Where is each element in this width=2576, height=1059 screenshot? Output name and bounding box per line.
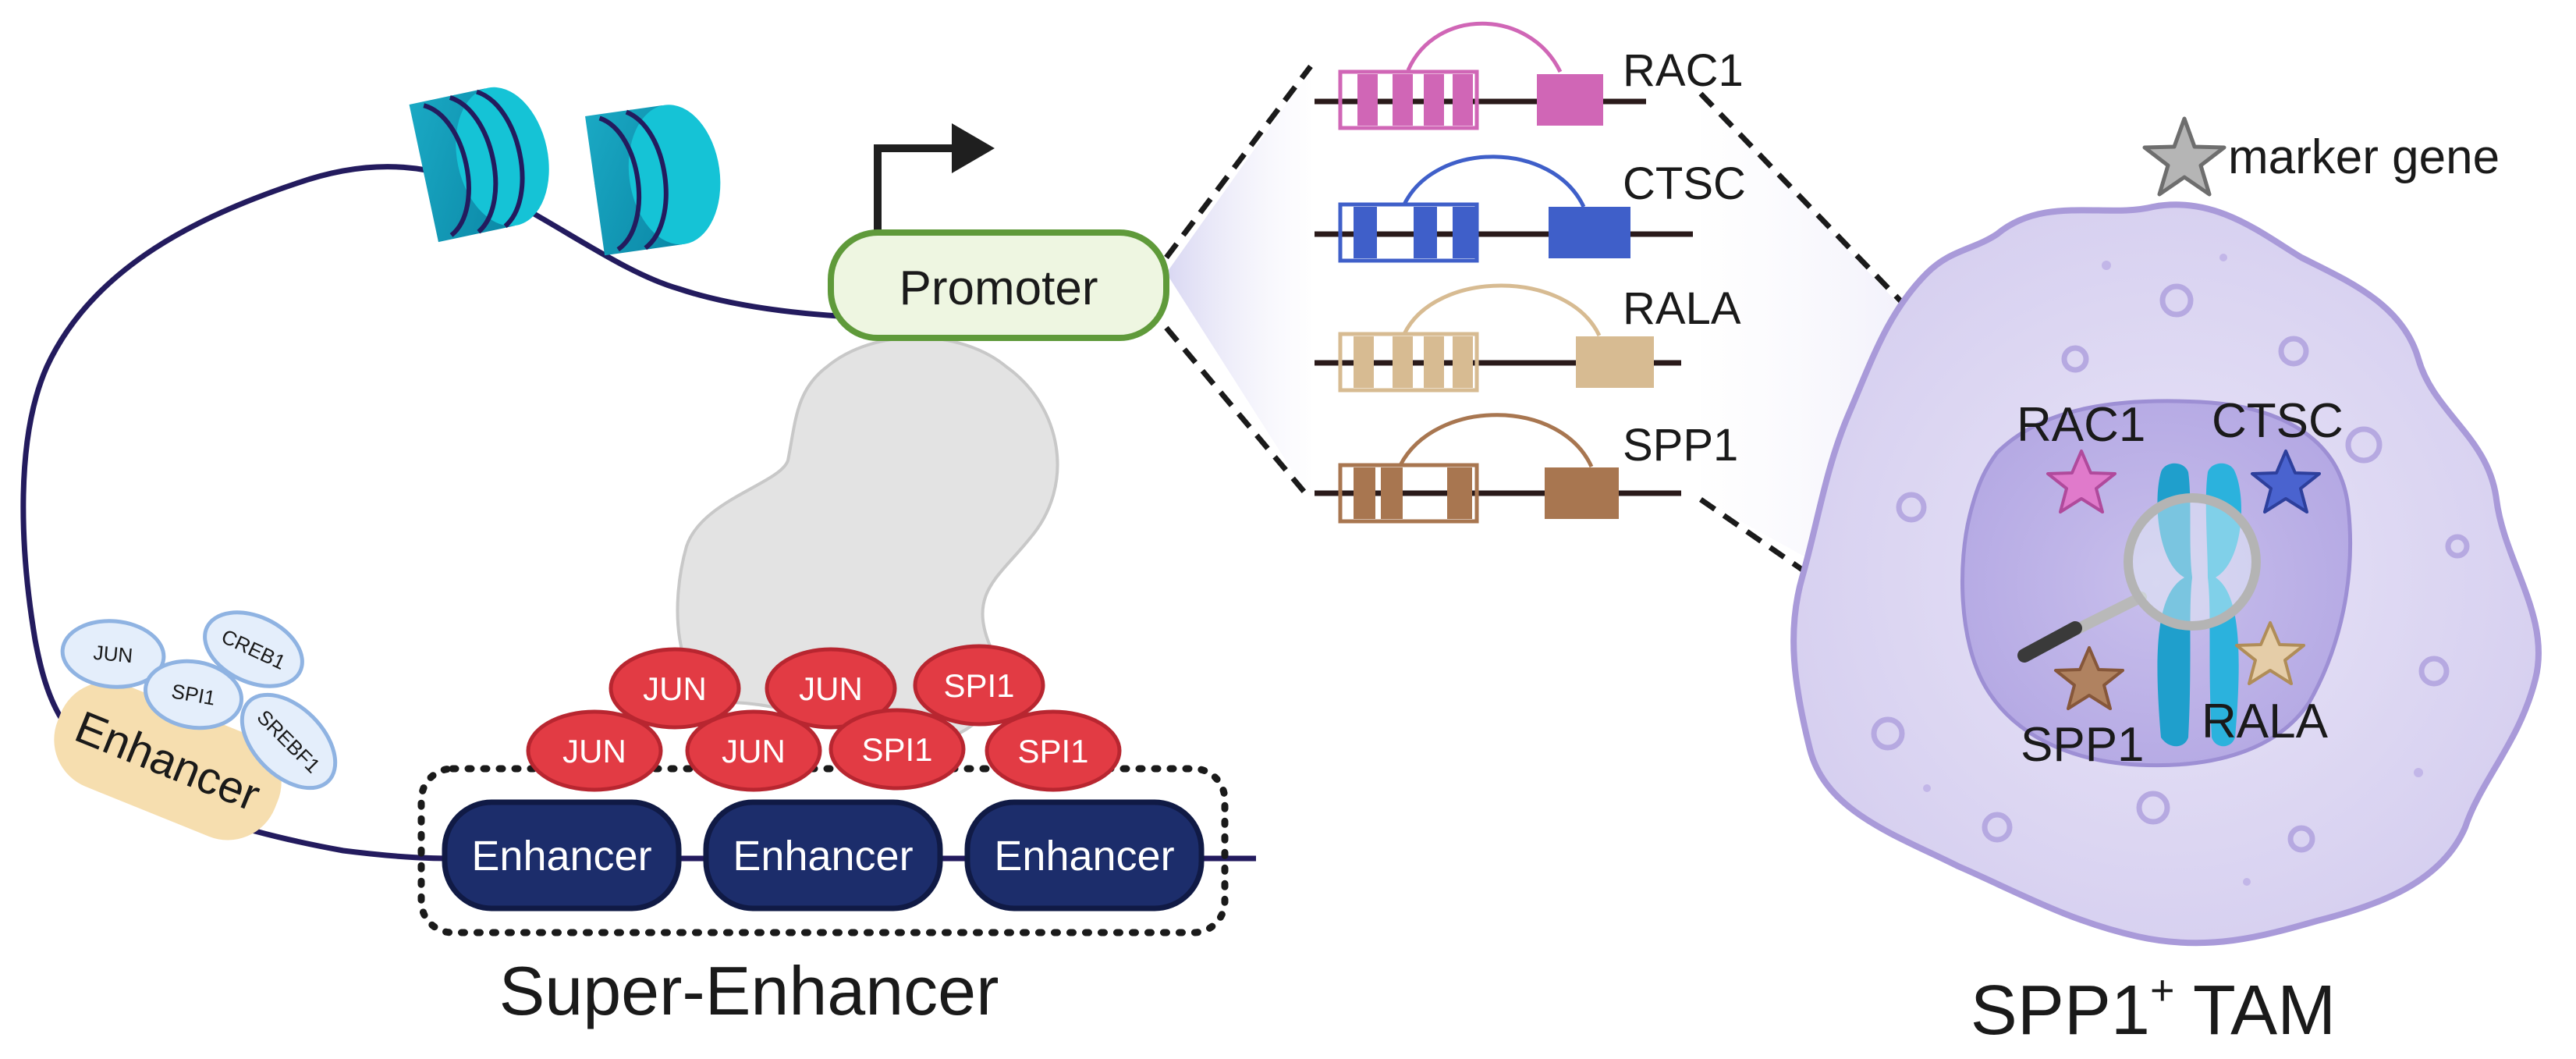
super-enhancer-title: Super-Enhancer xyxy=(499,952,999,1029)
legend-star-icon xyxy=(2142,116,2227,197)
marker-star-rala-icon xyxy=(2235,621,2305,685)
tf-top-2-label: JUN xyxy=(799,670,863,707)
tf-bottom-3-label: SPI1 xyxy=(861,731,932,768)
nucleosome-2 xyxy=(585,105,721,256)
cell-title-suffix: TAM xyxy=(2175,972,2336,1050)
tf-top-2: JUN xyxy=(765,647,897,730)
gene-rala-label: RALA xyxy=(1623,283,1741,334)
super-enhancer-frame xyxy=(417,765,1229,936)
cell-vesicles xyxy=(1871,283,2470,853)
tf-top-3: SPI1 xyxy=(913,644,1045,727)
cell-marker-labels: RAC1 CTSC SPP1 RALA xyxy=(2017,394,2344,772)
small-tf-jun: JUN xyxy=(60,619,166,689)
marker-star-ctsc-icon xyxy=(2251,450,2321,514)
tf-bottom-1-label: JUN xyxy=(562,733,626,769)
nucleosome-1 xyxy=(409,87,549,243)
legend: marker gene xyxy=(2142,116,2500,197)
magnifier-icon xyxy=(2017,493,2261,663)
enhancer-box-1: Enhancer xyxy=(442,799,682,912)
small-tf-group: JUN SPI1 CREB1 SREBF1 xyxy=(60,610,338,791)
tf-bottom-2: JUN xyxy=(685,709,822,792)
legend-label: marker gene xyxy=(2228,130,2500,184)
tf-bottom-4-label: SPI1 xyxy=(1017,733,1088,769)
enhancer-label-2: Enhancer xyxy=(733,833,913,880)
gene-rala: RALA xyxy=(1315,283,1741,393)
cell-title-sup: + xyxy=(2150,967,2175,1014)
tf-bottom-2-label: JUN xyxy=(722,733,786,769)
small-tf-spi1: SPI1 xyxy=(144,659,243,730)
tf-row-top: JUN JUN SPI1 xyxy=(609,644,1045,730)
super-enhancer-enhancers: Enhancer Enhancer Enhancer xyxy=(442,799,1205,912)
enhancer-label-1: Enhancer xyxy=(471,833,651,880)
small-tf-jun-label: JUN xyxy=(93,641,134,667)
small-tf-creb1: CREB1 xyxy=(203,610,304,688)
transcription-start-arrow xyxy=(874,144,956,234)
tf-top-3-label: SPI1 xyxy=(943,667,1014,704)
gene-rac1-label: RAC1 xyxy=(1623,45,1744,96)
tf-bottom-1: JUN xyxy=(526,709,663,792)
tf-row-bottom: JUN JUN SPI1 SPI1 xyxy=(526,708,1122,792)
chromosome xyxy=(2157,463,2241,747)
tf-top-1: JUN xyxy=(609,647,741,730)
marker-star-rac1-icon xyxy=(2046,450,2117,514)
enhancer-box-3: Enhancer xyxy=(964,799,1205,912)
promoter-zoom-funnel xyxy=(1166,70,1311,499)
enhancer-box-2: Enhancer xyxy=(703,799,943,912)
gene-ctsc-label: CTSC xyxy=(1623,158,1746,209)
cell-title-main: SPP1 xyxy=(1971,972,2150,1050)
enhancer-label-3: Enhancer xyxy=(994,833,1174,880)
cell-marker-rac1: RAC1 xyxy=(2017,398,2145,452)
arrow-head xyxy=(952,123,995,173)
gene-ctsc: CTSC xyxy=(1315,155,1746,263)
tf-bottom-3: SPI1 xyxy=(829,708,966,791)
cell-marker-rala: RALA xyxy=(2202,695,2329,748)
marker-star-spp1-icon xyxy=(2054,646,2124,710)
promoter-label: Promoter xyxy=(899,261,1098,315)
tf-top-1-label: JUN xyxy=(643,670,707,707)
tf-bottom-4: SPI1 xyxy=(985,709,1122,792)
gene-spp1: SPP1 xyxy=(1315,413,1738,524)
cell-title: SPP1+ TAM xyxy=(1971,967,2336,1050)
cell-marker-ctsc: CTSC xyxy=(2212,394,2344,448)
gene-spp1-label: SPP1 xyxy=(1623,420,1738,471)
gene-rac1: RAC1 xyxy=(1315,21,1744,130)
cell-marker-spp1: SPP1 xyxy=(2021,718,2145,772)
promoter-box xyxy=(828,229,1169,341)
small-tf-srebf1: SREBF1 xyxy=(240,692,338,791)
